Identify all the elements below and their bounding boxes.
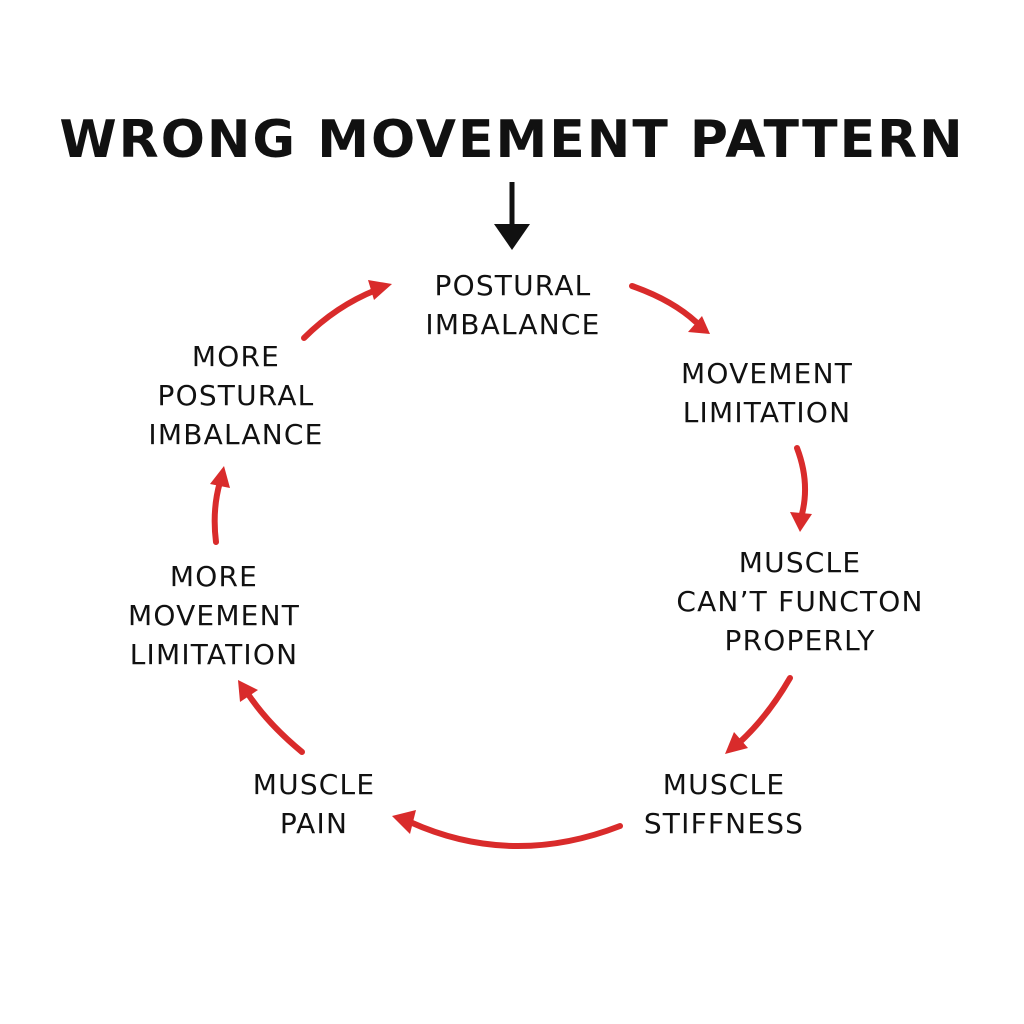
node-movement-limitation: MOVEMENT LIMITATION (681, 354, 853, 432)
node-line: MOVEMENT (127, 599, 301, 632)
cycle-arrow-6 (210, 466, 230, 545)
node-line: STIFFNESS (643, 807, 805, 840)
entry-arrow (494, 182, 530, 250)
cycle-arrow-3 (725, 675, 793, 754)
node-muscle-cant-function: MUSCLE CAN’T FUNCTON PROPERLY (676, 543, 923, 660)
node-line: MORE (191, 340, 281, 373)
node-line: MORE (169, 560, 259, 593)
cycle-arrow-5 (238, 680, 305, 755)
node-postural-imbalance: POSTURAL IMBALANCE (425, 266, 600, 344)
node-line: LIMITATION (129, 638, 299, 671)
node-line: PAIN (279, 807, 349, 840)
cycle-arrow-7 (301, 280, 392, 341)
node-line: MUSCLE (738, 546, 862, 579)
node-line: PROPERLY (724, 624, 876, 657)
node-line: LIMITATION (682, 396, 852, 429)
diagram-title: WRONG MOVEMENT PATTERN (59, 110, 965, 170)
cycle-arrow-2 (790, 445, 812, 532)
node-line: POSTURAL (157, 379, 315, 412)
node-line: IMBALANCE (425, 308, 601, 341)
node-muscle-pain: MUSCLE PAIN (253, 765, 375, 843)
cycle-arrow-4 (392, 810, 623, 850)
node-line: IMBALANCE (148, 418, 324, 451)
node-line: CAN’T FUNCTON (676, 585, 924, 618)
node-line: MOVEMENT (680, 357, 854, 390)
node-more-movement-limitation: MORE MOVEMENT LIMITATION (128, 557, 300, 674)
node-muscle-stiffness: MUSCLE STIFFNESS (644, 765, 804, 843)
node-more-postural-imbalance: MORE POSTURAL IMBALANCE (148, 337, 323, 454)
cycle-arrow-1 (629, 283, 710, 334)
node-line: POSTURAL (434, 269, 592, 302)
node-line: MUSCLE (662, 768, 786, 801)
node-line: MUSCLE (252, 768, 376, 801)
